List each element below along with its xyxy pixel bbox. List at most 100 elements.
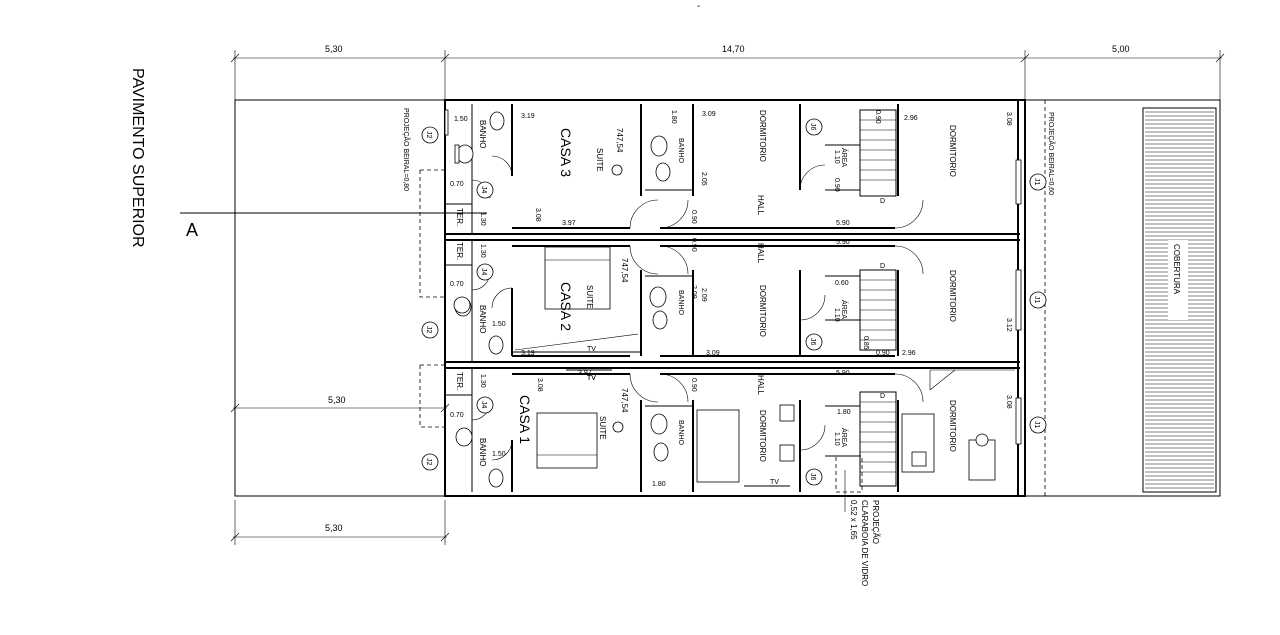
svg-text:0.70: 0.70	[450, 412, 464, 419]
room-terraco-casa3: TER.	[455, 208, 464, 226]
dimension-left: 5,30	[325, 44, 343, 54]
tv-casa1-a: TV	[587, 375, 596, 382]
svg-text:3.08: 3.08	[1005, 112, 1012, 126]
svg-text:J1: J1	[1033, 421, 1040, 429]
svg-text:3.08: 3.08	[536, 378, 543, 392]
svg-text:3.19: 3.19	[521, 113, 535, 120]
dimension-line-bottom: 5,30	[230, 500, 450, 545]
tv-casa1-b: TV	[770, 479, 779, 486]
svg-text:J1: J1	[1033, 296, 1040, 304]
room-banho-casa2-b: BANHO	[677, 290, 684, 315]
svg-text:J6: J6	[809, 473, 816, 481]
svg-text:3.08: 3.08	[1005, 395, 1012, 409]
svg-text:1.50: 1.50	[454, 116, 468, 123]
dimension-bottom: 5,30	[325, 523, 343, 533]
svg-text:J1: J1	[1033, 178, 1040, 186]
svg-text:2.09: 2.09	[700, 288, 707, 302]
svg-text:1.50: 1.50	[492, 321, 506, 328]
svg-text:J4: J4	[480, 268, 487, 276]
svg-text:0.60: 0.60	[835, 280, 849, 287]
section-label: A	[186, 220, 198, 240]
svg-text:D: D	[880, 393, 885, 400]
dimension-middle: 14,70	[722, 44, 745, 54]
beiral-projection-top	[419, 169, 445, 298]
room-terraco-casa2: TER.	[455, 242, 464, 260]
svg-text:3.12: 3.12	[1005, 318, 1012, 332]
window-tags: J2 J2 J2 J4 J4 J4 J6 J6 J6 J1 J1 J1	[421, 118, 1047, 486]
bathroom-fixtures	[454, 111, 671, 488]
svg-text:0.70: 0.70	[450, 181, 464, 188]
svg-text:0.90: 0.90	[690, 210, 697, 224]
svg-text:5.90: 5.90	[836, 220, 850, 227]
svg-text:D: D	[880, 198, 885, 205]
tv-casa2-b: TV	[587, 375, 596, 382]
dimension-right: 5,00	[1112, 44, 1130, 54]
svg-text:D: D	[880, 263, 885, 270]
cobertura-roof: COBERTURA	[1142, 107, 1217, 493]
svg-text:3.97: 3.97	[562, 220, 576, 227]
house-label-casa3: CASA 3	[558, 128, 574, 177]
svg-text:0.90: 0.90	[833, 178, 840, 192]
svg-text:3.19: 3.19	[521, 350, 535, 357]
building-outline	[444, 99, 1026, 497]
room-banho-casa3-b: BANHO	[677, 138, 684, 163]
svg-text:J2: J2	[425, 458, 432, 466]
svg-text:0.90: 0.90	[874, 110, 881, 124]
svg-text:2.96: 2.96	[904, 115, 918, 122]
svg-text:0.90: 0.90	[876, 350, 890, 357]
page-title: PAVIMENTO SUPERIOR	[129, 68, 146, 248]
room-dorm-casa3-b: DORMITORIO	[948, 125, 957, 177]
dimension-line-top: 5,30 14,70 5,00	[230, 44, 1225, 100]
svg-text:1.10: 1.10	[833, 432, 840, 446]
svg-text:1.30: 1.30	[479, 374, 486, 388]
claraboia-label-1: PROJEÇÃO	[871, 500, 880, 544]
svg-text:3.09: 3.09	[702, 111, 716, 118]
room-dorm-casa2-a: DORMITORIO	[758, 285, 767, 337]
svg-text:0.85: 0.85	[862, 336, 869, 350]
room-hall-casa3: HALL	[756, 195, 765, 216]
room-walls	[445, 104, 899, 492]
section-marker-a: A	[180, 212, 487, 240]
svg-text:J4: J4	[480, 401, 487, 409]
room-banho-casa1: BANHO	[478, 438, 487, 466]
room-area-casa3: ÁREA	[840, 148, 849, 167]
room-hall-casa2: HALL	[756, 243, 765, 264]
level-casa1: 747,54	[620, 388, 629, 413]
svg-text:3.08: 3.08	[534, 208, 541, 222]
level-marker-casa3	[611, 164, 623, 176]
svg-text:1.30: 1.30	[479, 212, 486, 226]
svg-text:1.80: 1.80	[652, 481, 666, 488]
furniture	[512, 246, 1015, 487]
level-marker-casa1	[612, 421, 624, 433]
house-label-casa1: CASA 1	[517, 395, 533, 444]
svg-text:2.96: 2.96	[902, 350, 916, 357]
room-banho-casa2: BANHO	[478, 305, 487, 333]
svg-text:1.80: 1.80	[670, 110, 677, 124]
dimension-line-mid-left: 5,30	[230, 395, 450, 413]
room-suite-casa3: SUITE	[595, 148, 604, 172]
svg-text:J4: J4	[480, 186, 487, 194]
svg-text:J2: J2	[425, 131, 432, 139]
facade-windows	[444, 109, 1022, 445]
svg-text:J6: J6	[809, 123, 816, 131]
level-casa2: 747,54	[620, 258, 629, 283]
svg-text:1.10: 1.10	[833, 308, 840, 322]
projecao-beiral-right: PROJEÇÃO BEIRAL=0,60	[1047, 112, 1056, 195]
room-hall-casa1: HALL	[756, 375, 765, 396]
room-dorm-casa1-a: DORMITORIO	[758, 410, 767, 462]
svg-text:0.70: 0.70	[450, 281, 464, 288]
room-dorm-casa1-b: DORMITORIO	[948, 400, 957, 452]
dimension-mid-left: 5,30	[328, 395, 346, 405]
room-banho-casa1-b: BANHO	[677, 420, 684, 445]
svg-text:1.10: 1.10	[833, 150, 840, 164]
beiral-projection-bottom	[419, 364, 445, 428]
svg-text:5.90: 5.90	[836, 239, 850, 246]
projecao-beiral-left: PROJEÇÃO BEIRAL=0,80	[402, 108, 411, 191]
svg-text:0.90: 0.90	[690, 238, 697, 252]
cobertura-label: COBERTURA	[1172, 244, 1181, 295]
room-suite-casa1: SUITE	[598, 416, 607, 440]
svg-text:3.97: 3.97	[578, 370, 592, 377]
claraboia-projection	[835, 455, 863, 493]
svg-text:2.09: 2.09	[690, 285, 697, 299]
